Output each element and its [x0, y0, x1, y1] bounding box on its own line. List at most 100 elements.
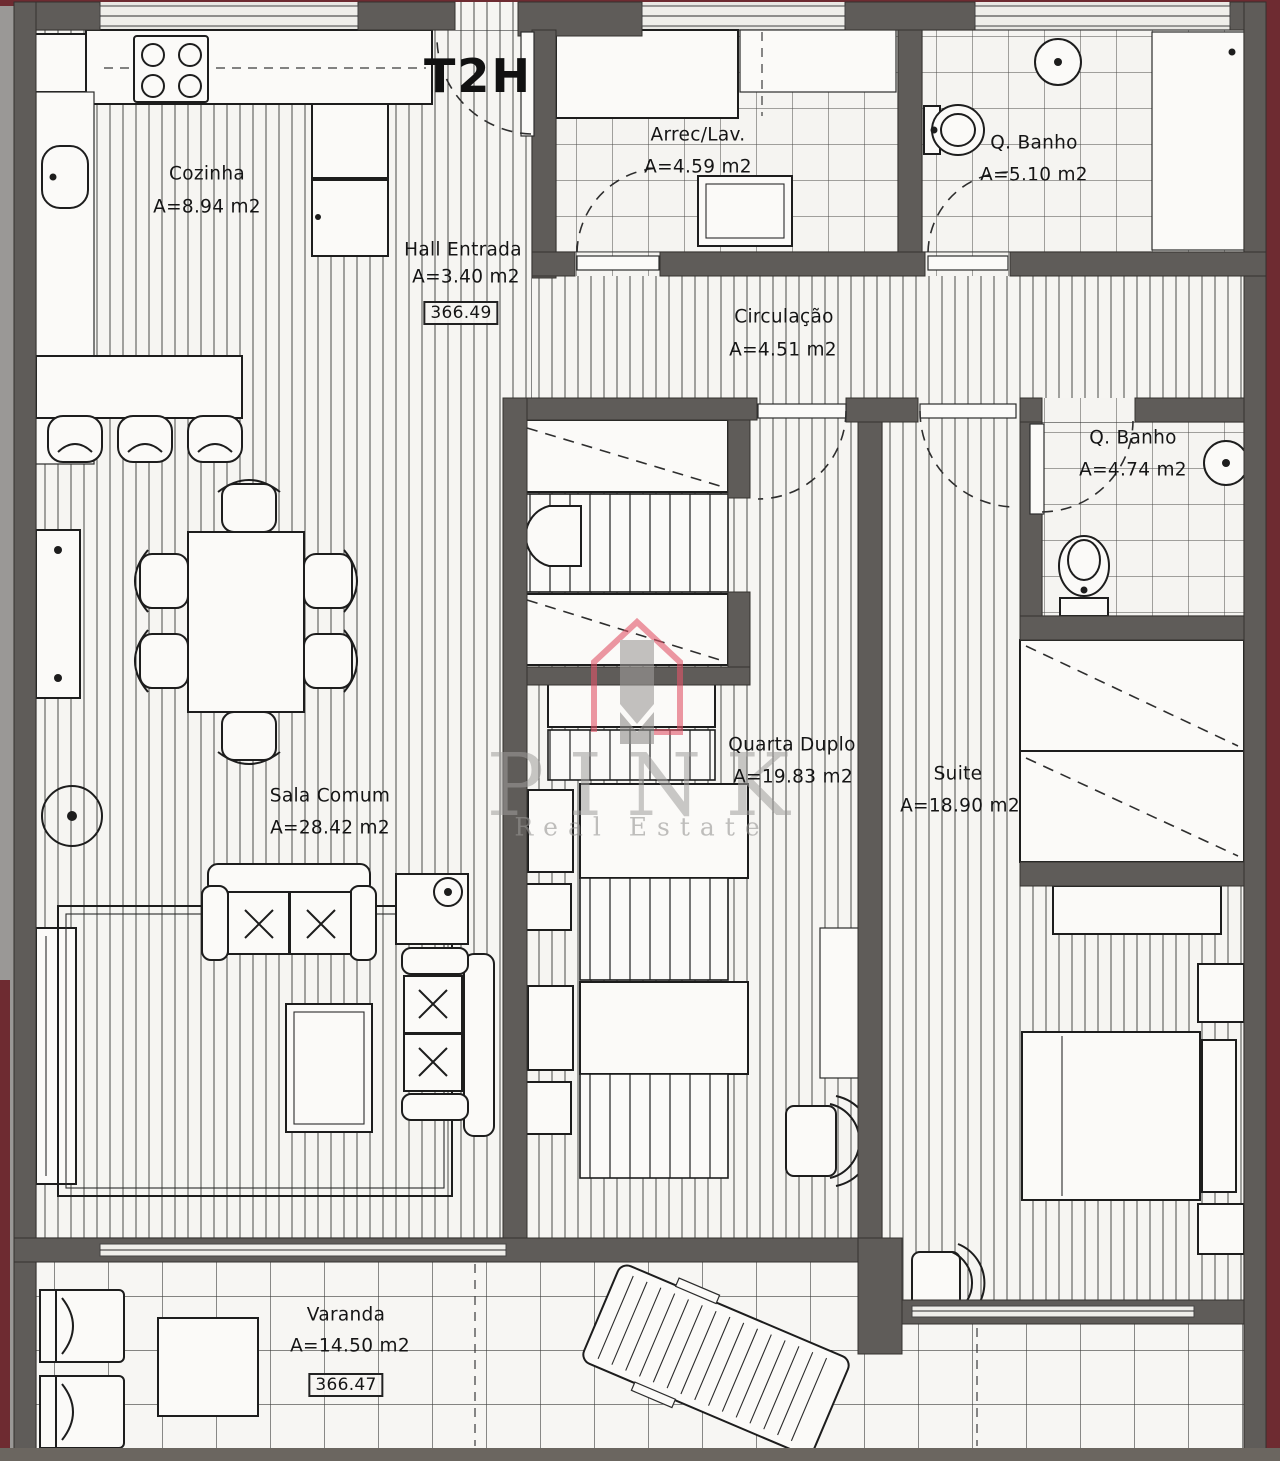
window: [641, 5, 846, 27]
balcony-armchair: [39, 1375, 125, 1449]
sideboard: [35, 529, 81, 699]
dining-chairs: [134, 479, 358, 765]
room-area-arrec: A=4.59 m2: [644, 156, 752, 178]
suite-dresser: [1052, 885, 1222, 935]
window: [99, 5, 359, 27]
washbasin-icon: [1034, 38, 1082, 86]
nightstand: [523, 883, 572, 931]
breakfast-bar: [35, 355, 243, 419]
room-label-varanda: Varanda: [306, 1304, 386, 1326]
quarto-wardrobe: [518, 419, 729, 666]
bathroom-2: [1058, 440, 1249, 617]
watermark-subtitle: Real Estate: [514, 812, 770, 842]
room-tag-hall: 366.49: [423, 301, 499, 325]
kitchen-cabinet: [311, 103, 389, 257]
balcony-edge: [0, 1448, 1280, 1461]
toilet2-icon: [1058, 535, 1110, 617]
kitchen: [29, 29, 433, 465]
balcony-table: [157, 1317, 259, 1417]
corner-table: [395, 873, 469, 945]
kitchen-sink-icon: [41, 145, 89, 209]
room-tag-varanda: 366.47: [308, 1373, 384, 1397]
washing-machine-icon: [697, 175, 793, 247]
room-area-circulacao: A=4.51 m2: [729, 339, 837, 361]
entry-threshold: [455, 2, 518, 30]
tv-unit: [35, 927, 77, 1185]
watermark-house-icon: [591, 617, 683, 744]
room-area-banho1: A=5.10 m2: [980, 164, 1088, 186]
doors: [436, 31, 1134, 515]
suite-bed: [1021, 1031, 1201, 1201]
banho1-door: [927, 171, 1009, 271]
wardrobe-handle: [524, 505, 582, 567]
shower-area: [1151, 31, 1245, 251]
room-label-banho1: Q. Banho: [990, 132, 1078, 154]
entry-door: [436, 31, 535, 137]
sun-lounger-icon: [582, 1264, 850, 1456]
photo-edge-right: [1266, 0, 1280, 1461]
dining-table: [187, 531, 305, 713]
laundry-counter: [555, 29, 739, 119]
room-label-quarto: Quarta Duplo: [728, 734, 856, 756]
laundry: [555, 29, 897, 247]
sala-comum: [35, 479, 495, 1197]
room-label-circulacao: Circulação: [734, 306, 834, 328]
toilet-icon: [923, 104, 985, 156]
room-area-cozinha: A=8.94 m2: [153, 196, 261, 218]
room-area-hall: A=3.40 m2: [412, 266, 520, 288]
nightstand: [523, 1081, 572, 1135]
suite-wardrobe: [1019, 639, 1245, 863]
bed2-pillow: [579, 981, 749, 1075]
room-label-hall: Hall Entrada: [404, 239, 522, 261]
banho2-door: [1029, 420, 1134, 515]
bedroom-chair-icon: [785, 1095, 874, 1187]
coffee-table: [285, 1003, 373, 1133]
window: [974, 5, 1231, 27]
bar-stools: [47, 415, 243, 463]
sliding-door: [99, 1243, 507, 1257]
suite-pillow: [1201, 1039, 1237, 1193]
bathroom-1: [923, 31, 1245, 251]
nightstand: [527, 789, 574, 873]
room-area-quarto: A=19.83 m2: [733, 766, 853, 788]
plan-title: T2H: [424, 49, 532, 103]
suite-furniture: [911, 885, 1245, 1323]
washbasin2-icon: [1203, 440, 1249, 486]
room-area-suite: A=18.90 m2: [900, 795, 1020, 817]
arrec-door: [576, 167, 664, 271]
circulacao-floor: [532, 276, 1244, 398]
suite-nightstand: [1197, 1203, 1245, 1255]
room-label-suite: Suite: [933, 763, 983, 785]
quarto-duplo: [523, 682, 874, 1187]
sliding-door: [911, 1305, 1195, 1318]
stove-icon: [133, 35, 209, 103]
radiator: [819, 927, 861, 1079]
room-label-banho2: Q. Banho: [1089, 427, 1177, 449]
watermark-brand: PINK: [486, 736, 814, 836]
photo-edge-left: [0, 980, 10, 1461]
laundry-shelf: [739, 29, 897, 93]
bed1-pillow: [579, 783, 749, 879]
room-label-cozinha: Cozinha: [169, 163, 245, 185]
suite-door: [919, 403, 1017, 508]
varanda-furniture: [39, 1264, 978, 1456]
room-area-banho2: A=4.74 m2: [1079, 459, 1187, 481]
room-label-sala: Sala Comum: [269, 785, 391, 807]
shower-drain: [1228, 48, 1236, 56]
bed2-duvet: [579, 1073, 729, 1179]
banho2-door-threshold: [1042, 398, 1135, 422]
sofa-right: [401, 947, 495, 1137]
quarto-door: [757, 403, 847, 500]
suite-nightstand: [1197, 963, 1245, 1023]
bed1-duvet: [579, 877, 729, 981]
sofa-top: [201, 863, 377, 961]
floor-lamp-icon: [41, 785, 103, 847]
room-label-arrec: Arrec/Lav.: [650, 124, 746, 146]
nightstand: [527, 985, 574, 1071]
room-area-sala: A=28.42 m2: [270, 817, 390, 839]
room-area-varanda: A=14.50 m2: [290, 1335, 410, 1357]
balcony-armchair: [39, 1289, 125, 1363]
